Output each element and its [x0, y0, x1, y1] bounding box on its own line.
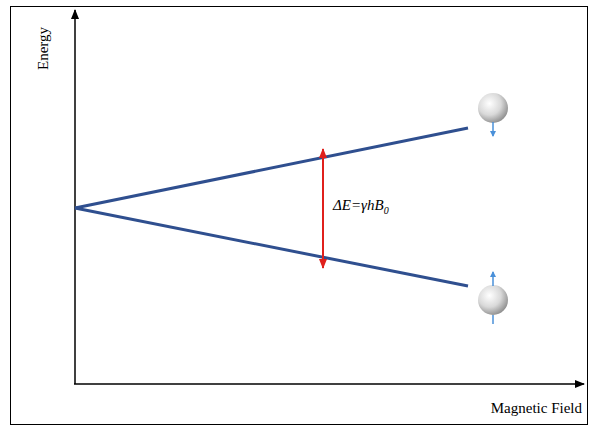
formula-subscript: 0	[384, 205, 389, 216]
formula-text: ΔE=γhB	[333, 197, 384, 213]
spin-up-arrow	[492, 272, 494, 286]
lower-level	[75, 208, 468, 286]
spin-down-arrow	[492, 122, 494, 136]
energy-gap-label: ΔE=γhB0	[333, 198, 389, 216]
spin-up-particle	[478, 285, 508, 315]
spin-up-tail	[492, 315, 494, 324]
axis-label: Energy	[36, 26, 51, 69]
spin-down-particle	[478, 93, 508, 123]
field-axis	[74, 383, 584, 385]
energy-gap-arrow	[322, 149, 324, 268]
frame	[11, 7, 588, 425]
energy-axis	[74, 10, 76, 384]
upper-level	[75, 128, 468, 208]
axis-label: Magnetic Field	[491, 401, 582, 416]
